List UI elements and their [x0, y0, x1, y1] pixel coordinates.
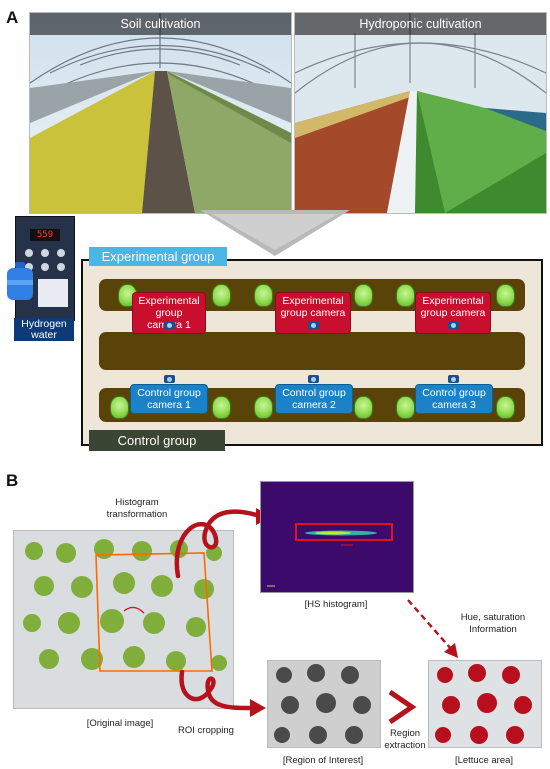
lettuce-plant — [254, 284, 273, 307]
soil-cultivation-photo: Soil cultivation — [29, 12, 292, 214]
region-extraction-line2: extraction — [384, 740, 426, 751]
roi-cropping-arrow-icon — [179, 669, 266, 717]
hist-transform-line1: Histogram — [115, 497, 159, 508]
chevron-right-icon — [388, 689, 417, 725]
roi-cropping-label: ROI cropping — [178, 725, 234, 736]
hydroponic-cultivation-title: Hydroponic cultivation — [295, 13, 546, 35]
hue-saturation-label: Hue, saturation Information — [448, 612, 538, 636]
hydroponic-cultivation-photo: Hydroponic cultivation — [294, 12, 547, 214]
control-camera-3-label: Control group camera 3 — [415, 384, 493, 414]
region-extraction-line1: Region — [389, 728, 421, 739]
region-of-interest-caption: [Region of Interest] — [282, 755, 364, 766]
original-lettuce-field-illustration — [14, 531, 233, 708]
hydrogen-water-label: Hydrogen water — [14, 318, 74, 341]
down-arrow-icon — [200, 210, 350, 256]
lettuce-area-illustration — [429, 661, 541, 747]
camera-icon — [164, 321, 175, 329]
soil-greenhouse-illustration — [30, 13, 291, 213]
ctl-camera-1-line1: Control group — [137, 387, 201, 399]
hist-transform-line2: transformation — [106, 509, 168, 520]
lettuce-plant — [212, 396, 231, 419]
water-bottle-icon — [7, 262, 33, 300]
dashed-arrow-icon — [407, 599, 458, 658]
hue-line2: Information — [469, 624, 517, 635]
camera-icon — [448, 321, 459, 329]
camera-icon — [308, 375, 319, 383]
hs-histogram-caption: [HS histogram] — [304, 599, 368, 610]
soil-cultivation-title: Soil cultivation — [30, 13, 291, 35]
original-image-caption: [Original image] — [86, 718, 154, 729]
middle-row — [99, 332, 525, 370]
control-camera-1-label: Control group camera 1 — [130, 384, 208, 414]
lettuce-plant — [110, 396, 129, 419]
hs-histogram-plot — [261, 482, 413, 592]
roi-grayscale-illustration — [268, 661, 380, 747]
control-group-label: Control group — [89, 430, 225, 451]
hydrogen-label-line1: Hydrogen — [21, 318, 67, 330]
lettuce-plant — [396, 284, 415, 307]
lettuce-plant — [354, 396, 373, 419]
camera-icon — [164, 375, 175, 383]
hue-line1: Hue, saturation — [460, 612, 526, 623]
camera-icon — [448, 375, 459, 383]
ctl-camera-1-line2: camera 1 — [147, 399, 191, 411]
lettuce-area-caption: [Lettuce area] — [454, 755, 514, 766]
lettuce-plant — [396, 396, 415, 419]
lettuce-area-image — [428, 660, 542, 748]
ctl-camera-2-line1: Control group — [282, 387, 346, 399]
exp-camera-1-line1: Experimental — [138, 295, 200, 307]
hydrogen-label-line2: water — [31, 329, 57, 341]
lettuce-plant — [212, 284, 231, 307]
exp-camera-3-line1: Experimental — [422, 295, 484, 307]
hydroponic-greenhouse-illustration — [295, 13, 546, 213]
hs-histogram-image — [260, 481, 414, 593]
original-image — [13, 530, 234, 709]
panel-a-label: A — [6, 8, 19, 27]
region-extraction-label: Region extraction — [380, 728, 430, 752]
lettuce-plant — [496, 284, 515, 307]
camera-icon — [308, 321, 319, 329]
histogram-transformation-label: Histogram transformation — [92, 497, 182, 521]
ctl-camera-2-line2: camera 2 — [292, 399, 336, 411]
exp-camera-2-line1: Experimental — [282, 295, 344, 307]
device-display: 559 — [30, 229, 60, 241]
lettuce-plant — [354, 284, 373, 307]
experimental-group-label: Experimental group — [89, 247, 227, 266]
device-label-sticker — [38, 279, 68, 307]
control-camera-2-label: Control group camera 2 — [275, 384, 353, 414]
ctl-camera-3-line2: camera 3 — [432, 399, 476, 411]
device-buttons — [25, 249, 65, 273]
region-of-interest-image — [267, 660, 381, 748]
panel-b-label: B — [6, 471, 19, 490]
ctl-camera-3-line1: Control group — [422, 387, 486, 399]
lettuce-plant — [496, 396, 515, 419]
lettuce-plant — [254, 396, 273, 419]
experimental-camera-3-label: Experimental group camera 3 — [415, 292, 491, 334]
